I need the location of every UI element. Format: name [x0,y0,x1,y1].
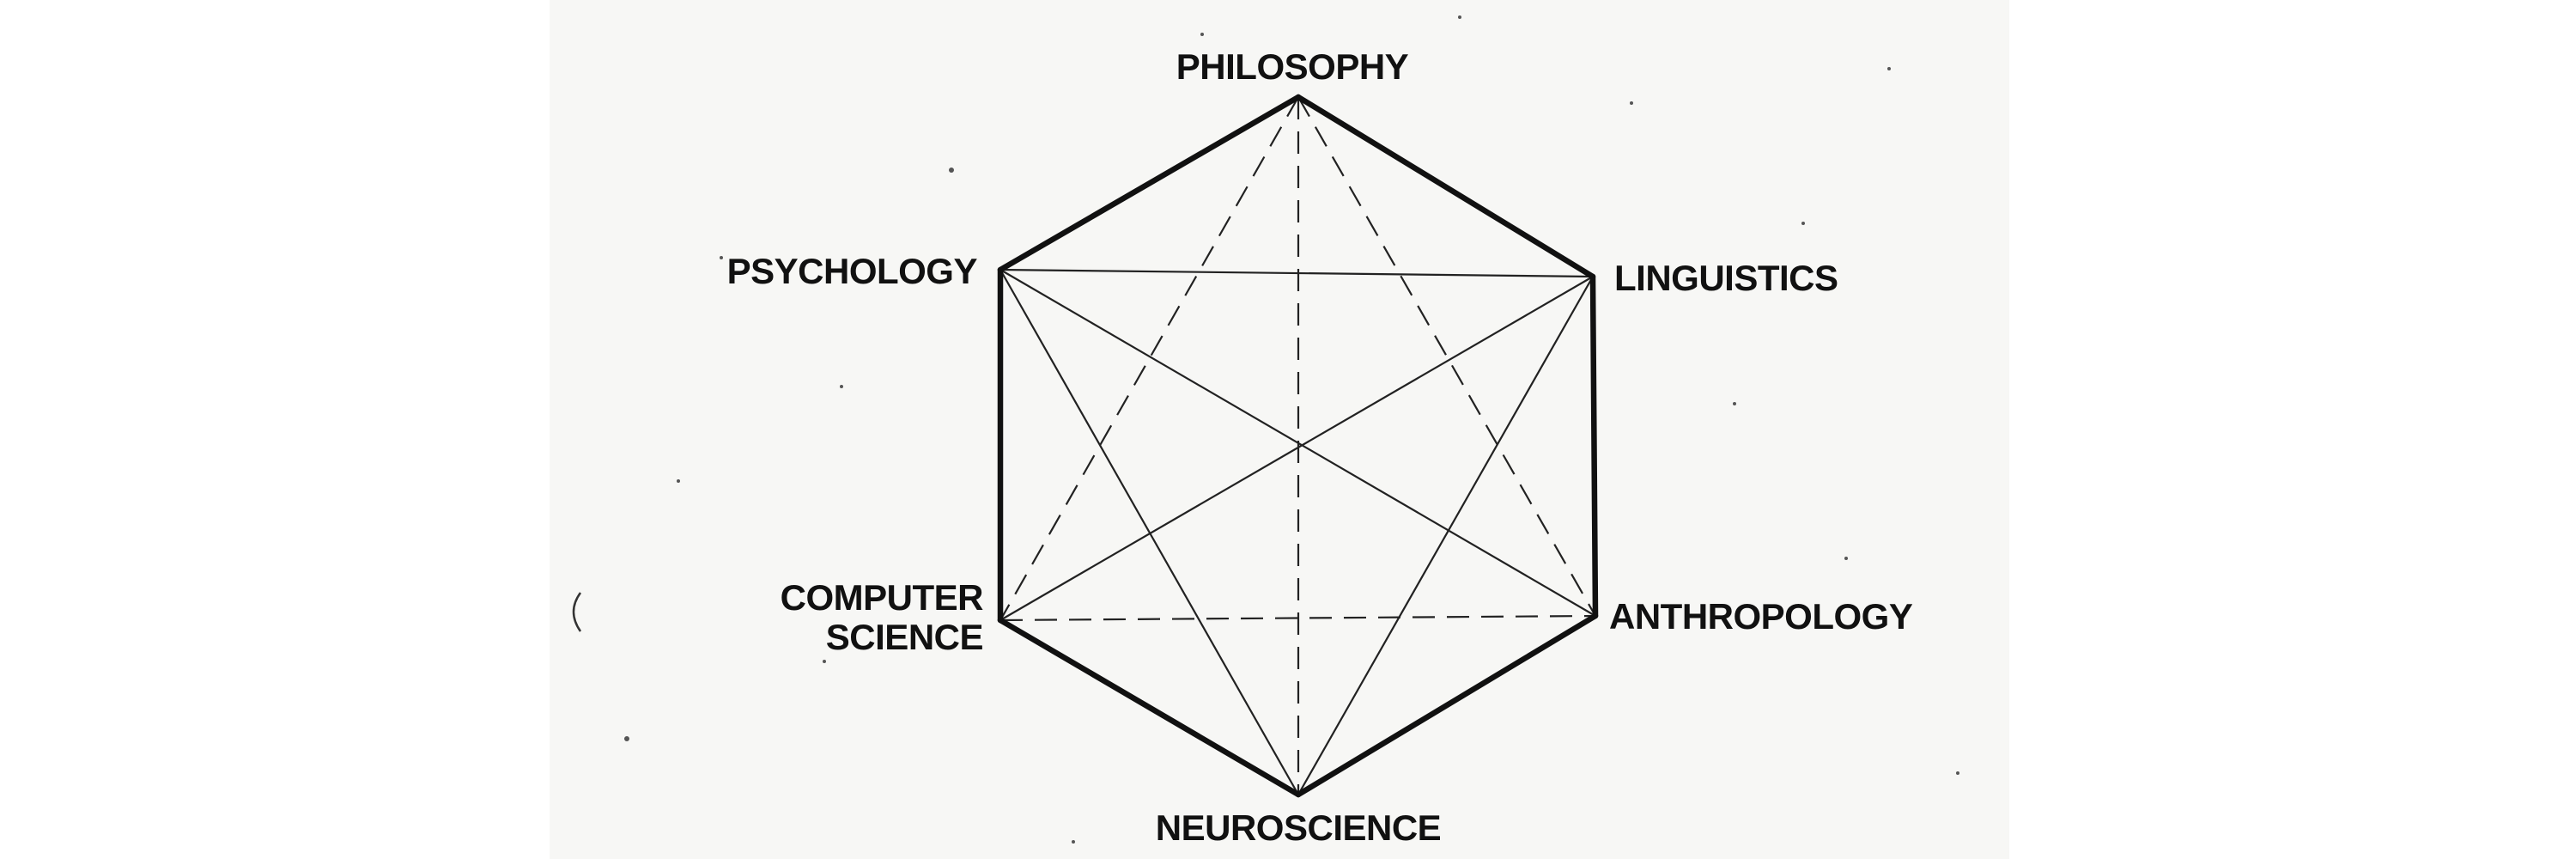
scan-speck [840,385,843,388]
node-label-line: NEUROSCIENCE [1156,807,1441,848]
node-label-anthropology: ANTHROPOLOGY [1609,596,1913,637]
edge-linguistics-to-computer-science [999,276,1594,621]
scan-speck [823,660,826,663]
edge-neuroscience-to-computer-science [997,617,1302,798]
edge-psychology-to-neuroscience [999,269,1299,795]
scan-speck [720,256,723,259]
scan-speck [1200,33,1204,36]
edge-philosophy-to-computer-science [999,96,1299,621]
node-label-line: ANTHROPOLOGY [1609,596,1913,637]
scan-speck [1733,402,1736,405]
node-label-line: SCIENCE [826,617,983,657]
node-label-linguistics: LINGUISTICS [1614,258,1838,298]
edge-philosophy-to-linguistics [1295,94,1596,280]
scan-speck [1801,222,1805,225]
edge-psychology-to-linguistics [999,268,1594,278]
edge-linguistics-to-anthropology [1589,273,1599,619]
edge-psychology-to-anthropology [999,269,1596,617]
edge-philosophy-to-anthropology [1297,96,1596,617]
edge-psychology-to-philosophy [997,94,1302,273]
scan-speck [1887,67,1891,70]
scan-speck [1458,15,1461,19]
scan-specks [572,15,1959,844]
scan-speck [1956,771,1959,775]
node-label-philosophy: PHILOSOPHY [1176,46,1409,87]
scan-speck [1072,840,1075,844]
edge-computer-science-to-anthropology [999,614,1596,622]
node-labels: PHILOSOPHY LINGUISTICS ANTHROPOLOGY NEUROSC… [727,46,1914,848]
edges [997,94,1599,798]
edge-linguistics-to-neuroscience [1297,276,1594,795]
node-label-line: PHILOSOPHY [1176,46,1409,87]
scan-speck [1630,101,1633,105]
node-label-line: LINGUISTICS [1614,258,1838,298]
scan-speck [677,479,680,483]
node-label-neuroscience: NEUROSCIENCE [1156,807,1441,848]
scanned-paper [550,0,2009,859]
node-label-line: PSYCHOLOGY [727,251,978,291]
scan-speck [1844,557,1848,560]
node-label-line: COMPUTER [781,577,984,618]
scan-speck [624,736,629,741]
edge-anthropology-to-neuroscience [1295,612,1599,798]
scan-mark [572,592,582,632]
scan-speck [949,168,954,173]
node-label-psychology: PSYCHOLOGY [727,251,978,291]
